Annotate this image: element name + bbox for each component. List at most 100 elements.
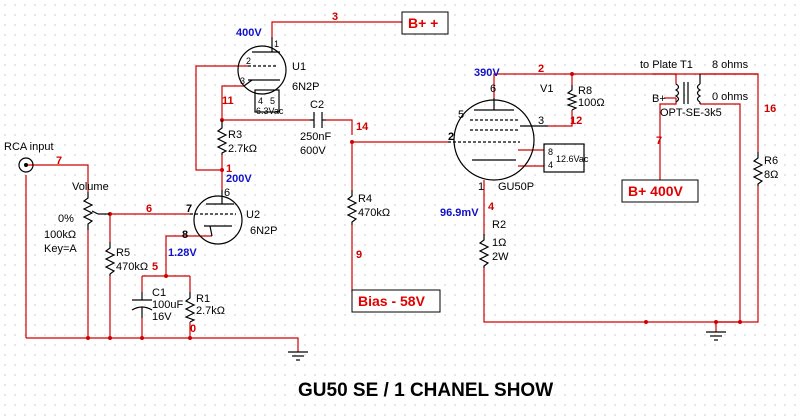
pin-number: 6 [224, 187, 230, 199]
rca-input-jack [18, 157, 34, 173]
t1-8ohm-label: 8 ohms [712, 59, 749, 71]
r2-power: 2W [492, 251, 509, 263]
pin-number: 6 [490, 83, 496, 95]
junction-dot [86, 336, 90, 340]
pin-number: 3 [538, 115, 544, 127]
r4-value: 470kΩ [358, 207, 390, 219]
pin-number: 2 [246, 56, 251, 66]
v1-tube [448, 98, 585, 181]
r1-ref: R1 [196, 293, 210, 305]
net-label: 4 [488, 201, 495, 213]
t1-type: OPT-SE-3k5 [660, 107, 722, 119]
bplus400-box [621, 179, 699, 203]
bplus400-label: B+ 400V [628, 183, 684, 199]
junction-dot [108, 336, 112, 340]
r5-resistor [104, 242, 116, 276]
v1-ref: V1 [540, 83, 553, 95]
r6-resistor [752, 152, 764, 186]
u1-heater: 6.3Vac [256, 106, 284, 116]
net-label: 2 [538, 63, 544, 75]
rca-input-label: RCA input [4, 141, 54, 153]
u1-type: 6N2P [292, 81, 320, 93]
ground-symbol [288, 351, 308, 361]
voltage-label: 200V [226, 173, 252, 185]
u1-tube [237, 37, 287, 113]
volume-percent: 0% [58, 213, 74, 225]
volume-name: Volume [72, 181, 109, 193]
c1-value: 100uF [152, 299, 183, 311]
pin-number: 8 [548, 147, 553, 157]
t1-bplus-label: B+ [652, 93, 666, 105]
t1-ref: T1 [680, 59, 693, 71]
pin-number: 5 [270, 96, 275, 106]
r6-value: 8Ω [764, 169, 778, 181]
wire-net-7 [659, 98, 677, 180]
wire-net-12 [548, 110, 573, 127]
volume-key: Key=A [44, 243, 77, 255]
bias-box [351, 289, 441, 313]
r3-value: 2.7kΩ [228, 143, 257, 155]
net-label: 16 [764, 103, 776, 115]
wire-r2-ground [483, 268, 740, 323]
pin-number: 8 [182, 229, 188, 241]
ground-symbol-right [706, 331, 726, 341]
pin-number: 1 [274, 39, 279, 49]
c2-value: 250nF [300, 131, 331, 143]
net-label: 6 [146, 203, 152, 215]
net-label: 11 [222, 95, 234, 107]
pin-number: 2 [448, 131, 454, 143]
net-label: 9 [356, 249, 362, 261]
r5-ref: R5 [116, 247, 130, 259]
junction-dot [164, 274, 168, 278]
r2-value: 1Ω [492, 237, 506, 249]
junction-dot [220, 168, 224, 172]
net-label: 3 [332, 11, 338, 23]
wire-u2-cathode [165, 235, 212, 276]
junctions [86, 72, 742, 340]
net-label: 5 [152, 261, 158, 273]
wire-u1-grid [195, 65, 248, 171]
pin-number: 4 [548, 160, 553, 170]
r4-resistor [346, 190, 358, 225]
r4-ref: R4 [358, 193, 372, 205]
junction-dot [714, 320, 718, 324]
r2-ref: R2 [492, 219, 506, 231]
v1-heater: 12.6Vac [556, 154, 589, 164]
pin-number: 1 [478, 181, 484, 193]
bias-label: Bias - 58V [358, 293, 426, 309]
u2-tube [190, 190, 243, 245]
t1-plate-label: to Plate [640, 59, 677, 71]
t1-transformer [674, 74, 702, 104]
wire-c2-out [326, 119, 353, 135]
wire-net-16 [700, 73, 759, 152]
wire-t1-0ohm [700, 103, 741, 322]
wires [25, 21, 759, 352]
junction-dot [188, 336, 192, 340]
wire-u1-cathode [221, 85, 244, 120]
bplus-box [401, 11, 449, 35]
wire-net-3 [271, 21, 402, 37]
pin-number: 5 [458, 109, 464, 121]
u2-type: 6N2P [250, 225, 278, 237]
r3-ref: R3 [228, 129, 242, 141]
voltage-label: 390V [474, 67, 500, 79]
wire-rca-net-8 [26, 164, 89, 192]
schematic-title: GU50 SE / 1 CHANEL SHOW [298, 380, 553, 401]
pin-number: 7 [186, 203, 192, 215]
junction-dot [570, 72, 574, 76]
net-label: 14 [356, 121, 369, 133]
net-label: 7 [56, 155, 62, 167]
u1-ref: U1 [292, 61, 306, 73]
t1-0ohm-label: 0 ohms [712, 91, 749, 103]
junction-dot [140, 336, 144, 340]
voltage-label: 400V [236, 27, 262, 39]
net-label: 12 [570, 115, 582, 127]
r2-resistor [478, 234, 490, 268]
u2-ref: U2 [246, 209, 260, 221]
c2-ref: C2 [310, 99, 324, 111]
c1-capacitor [131, 292, 153, 318]
junction-dot [350, 140, 354, 144]
